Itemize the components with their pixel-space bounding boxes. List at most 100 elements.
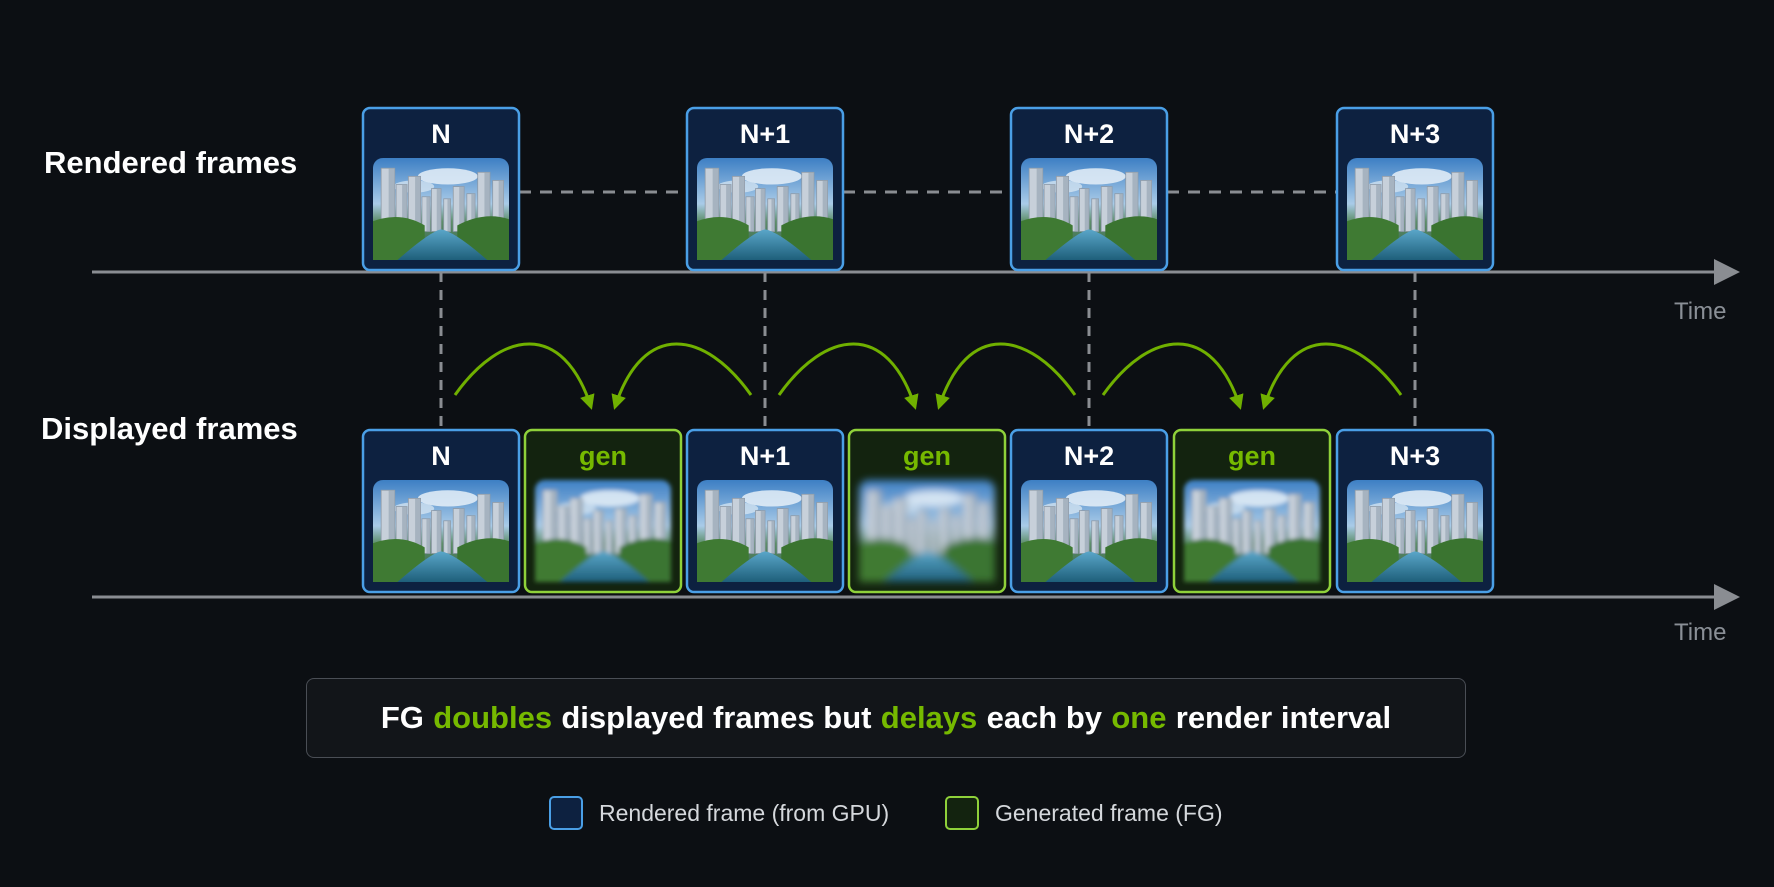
thumbnail-tower-shade [739,498,745,554]
thumbnail-tower-shade [471,515,475,554]
thumbnail-tower-shade [402,506,407,554]
generated-frame-tile: gen [523,428,683,594]
city-thumbnail [697,158,833,260]
frame-tile-label: gen [1228,441,1276,471]
city-thumbnail [1184,480,1320,582]
thumbnail-tower-shade [945,508,951,554]
displayed-rendered-frame-tile: N+1 [685,428,845,594]
city-thumbnail [535,480,671,582]
thumbnail-tower-shade [660,502,666,554]
thumbnail-tower-shade [1458,494,1464,554]
thumbnail-tower-shade [822,180,828,232]
thumbnail-tower-shade [783,186,789,232]
thumbnail-tower-shade [598,510,603,554]
thumbnail-tower-shade [550,490,557,554]
thumbnail-river [1371,229,1462,260]
thumbnail-tower-shade [577,498,583,554]
arc-backward [1260,342,1403,410]
city-thumbnail [1347,480,1483,582]
thumbnail-tower-shade [1472,502,1478,554]
thumbnail-tower-shade [984,502,990,554]
thumbnail-tower-shade [1036,490,1043,554]
thumbnail-tower-shade [1095,520,1099,554]
thumbnail-tower-shade [459,186,465,232]
thumbnail-tower-shade [760,188,765,232]
thumbnail-cloud [1065,168,1126,185]
city-thumbnail [373,158,509,260]
thumbnail-tower-shade [771,520,775,554]
displayed-time-axis-arrowhead [1714,584,1740,610]
thumbnail-tower-shade [436,188,441,232]
legend-generated-text: Generated frame (FG) [995,799,1223,826]
thumbnail-cloud [741,168,802,185]
thumbnail-tower-shade [771,198,775,232]
thumbnail-tower-shade [1074,196,1079,232]
legend-rendered-text: Rendered frame (from GPU) [599,799,890,826]
caption-highlight-delays: delays [880,700,978,735]
thumbnail-tower-shade [1410,510,1415,554]
thumbnail-tower-shade [1132,172,1138,232]
thumbnail-tower-shade [1247,510,1252,554]
thumbnail-tower-shade [795,193,799,232]
thumbnail-tower-shade [1400,518,1405,554]
thumbnail-tower-shade [388,168,395,232]
thumbnail-cloud [741,490,802,507]
thumbnail-tower-shade [646,494,652,554]
thumbnail-cloud [1391,168,1452,185]
thumbnail-tower-shade [1084,188,1089,232]
legend-generated: Generated frame (FG) [945,796,1223,830]
thumbnail-tower-shade [760,510,765,554]
thumbnail-tower-shade [633,515,637,554]
thumbnail-tower-shade [1445,193,1449,232]
thumbnail-tower-shade [1146,502,1152,554]
thumbnail-tower-shade [447,520,451,554]
thumbnail-tower-shade [1107,508,1113,554]
thumbnail-tower-shade [1084,510,1089,554]
thumbnail-tower-shade [970,494,976,554]
thumbnail-tower-shade [1095,198,1099,232]
thumbnail-tower-shade [1146,180,1152,232]
caption-part-5: each by [986,700,1103,735]
thumbnail-cloud [417,168,478,185]
rendered-frame-tile: N+1 [685,106,845,272]
thumbnail-tower-shade [712,168,719,232]
thumbnail-tower-shade [750,518,755,554]
city-thumbnail [1021,480,1157,582]
thumbnail-tower-shade [1074,518,1079,554]
thumbnail-tower-shade [471,193,475,232]
thumbnail-tower-shade [1237,518,1242,554]
thumbnail-tower-shade [1270,508,1276,554]
displayed-rendered-frame-tile: N+2 [1009,428,1169,594]
rendered-frame-tile: N [361,106,521,272]
thumbnail-river [721,229,812,260]
thumbnail-tower-shade [621,508,627,554]
generated-frame-tile: gen [1172,428,1332,594]
thumbnail-tower-shade [957,515,961,554]
city-thumbnail [697,480,833,582]
city-thumbnail [1021,158,1157,260]
thumbnail-tower-shade [750,196,755,232]
arc-forward [1101,342,1244,410]
thumbnail-tower-shade [1119,515,1123,554]
frame-tile-label: N [431,441,451,471]
thumbnail-tower-shade [447,198,451,232]
thumbnail-cloud [1228,490,1289,507]
thumbnail-tower-shade [1433,508,1439,554]
thumbnail-cloud [1391,490,1452,507]
displayed-rendered-frame-tile: N+3 [1335,428,1495,594]
thumbnail-tower-shade [1258,520,1262,554]
thumbnail-tower-shade [1213,506,1218,554]
arc-forward [777,342,919,410]
thumbnail-tower-shade [1050,506,1055,554]
rendered-frame-tile: N+2 [1009,106,1169,272]
thumbnail-tower-shade [1107,186,1113,232]
thumbnail-tower-shade [415,176,421,232]
frame-tile-label: N [431,119,451,149]
thumbnail-tower-shade [498,502,504,554]
caption-part-1: FG [380,700,424,735]
arc-backward [611,342,753,410]
rendered-time-axis-arrowhead [1714,259,1740,285]
thumbnail-tower-shade [795,515,799,554]
